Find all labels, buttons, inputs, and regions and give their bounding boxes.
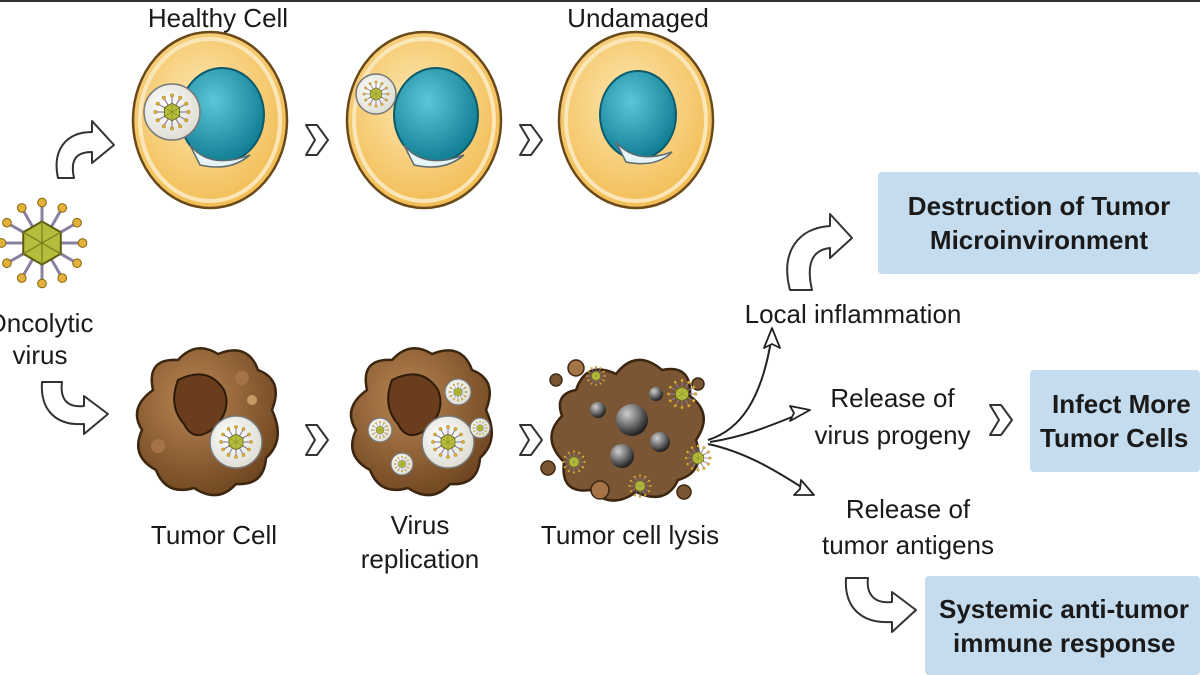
nucleus bbox=[599, 70, 677, 165]
virus-vacuole bbox=[355, 73, 397, 115]
virus-particle-icon bbox=[684, 444, 712, 472]
destruction-line1: Destruction of Tumor bbox=[907, 191, 1171, 221]
virus-replication-label-line1: Virus bbox=[390, 510, 450, 540]
virus-particle-icon bbox=[0, 197, 88, 289]
healthy-cell-label: Healthy Cell bbox=[147, 3, 289, 33]
chevron-arrow-icon bbox=[519, 124, 543, 156]
curved-arrow-down-icon bbox=[40, 381, 109, 435]
virus-particle-icon bbox=[362, 80, 390, 108]
release-progeny-label-line1: Release of bbox=[830, 383, 955, 413]
local-inflammation-label: Local inflammation bbox=[744, 299, 962, 329]
nucleus bbox=[179, 67, 265, 168]
virus-particle-icon bbox=[472, 420, 488, 436]
tumor-cell bbox=[135, 347, 279, 497]
release-antigens-label-line2: tumor antigens bbox=[822, 530, 994, 560]
virus-particle-icon bbox=[628, 474, 652, 498]
undamaged-label: Undamaged bbox=[567, 3, 709, 33]
nucleus bbox=[393, 67, 479, 168]
virus-particle-icon bbox=[393, 455, 411, 473]
curved-arrow-up-icon bbox=[55, 120, 115, 179]
healthy-cell-2 bbox=[345, 30, 503, 210]
virus-particle-icon bbox=[585, 365, 607, 387]
virus-particle-icon bbox=[448, 382, 468, 402]
virus-particle-icon bbox=[666, 378, 698, 410]
infect-line1: Infect More bbox=[1052, 389, 1191, 419]
virus-particle-icon bbox=[219, 425, 253, 459]
tumor-cell-lysis-label: Tumor cell lysis bbox=[540, 520, 720, 550]
virus-replication-label-line2: replication bbox=[360, 544, 480, 574]
thin-arrow-antigens-icon bbox=[707, 443, 815, 496]
virus-replication-cell bbox=[349, 347, 493, 497]
lysed-tumor-cell bbox=[540, 358, 712, 502]
infect-line2: Tumor Cells bbox=[1040, 423, 1189, 453]
destruction-line2: Microinvironment bbox=[929, 225, 1149, 255]
virus-particle-icon bbox=[431, 425, 465, 459]
chevron-arrow-icon bbox=[519, 424, 543, 456]
virus-particle-icon bbox=[562, 450, 586, 474]
release-antigens-label-line1: Release of bbox=[845, 494, 971, 524]
undamaged-cell bbox=[557, 30, 715, 210]
virus-particle-icon bbox=[371, 421, 389, 439]
destruction-outcome-box: Destruction of Tumor Microinvironment bbox=[878, 172, 1200, 274]
chevron-arrow-icon bbox=[305, 124, 329, 156]
oncolytic-virus-icon bbox=[0, 197, 88, 289]
curved-arrow-systemic-icon bbox=[844, 577, 917, 633]
chevron-arrow-icon bbox=[989, 404, 1013, 436]
systemic-outcome-box: Systemic anti-tumor immune response bbox=[925, 576, 1200, 675]
oncolytic-virus-label-line1: Oncolytic bbox=[0, 308, 94, 338]
chevron-arrow-icon bbox=[305, 424, 329, 456]
tumor-cell-label: Tumor Cell bbox=[150, 520, 278, 550]
thin-arrow-inflammation-icon bbox=[707, 327, 781, 441]
systemic-line1: Systemic anti-tumor bbox=[939, 593, 1189, 624]
thin-arrow-progeny-icon bbox=[709, 405, 811, 443]
infect-outcome-box: Infect More Tumor Cells bbox=[1030, 370, 1200, 472]
virus-particle-icon bbox=[153, 93, 191, 131]
release-progeny-label-line2: virus progeny bbox=[814, 420, 971, 450]
healthy-cell-1 bbox=[131, 30, 289, 210]
systemic-line2: immune response bbox=[953, 627, 1176, 658]
virus-vacuole bbox=[143, 83, 201, 141]
oncolytic-virus-label-line2: virus bbox=[12, 340, 68, 370]
curved-arrow-destruction-icon bbox=[786, 213, 853, 291]
